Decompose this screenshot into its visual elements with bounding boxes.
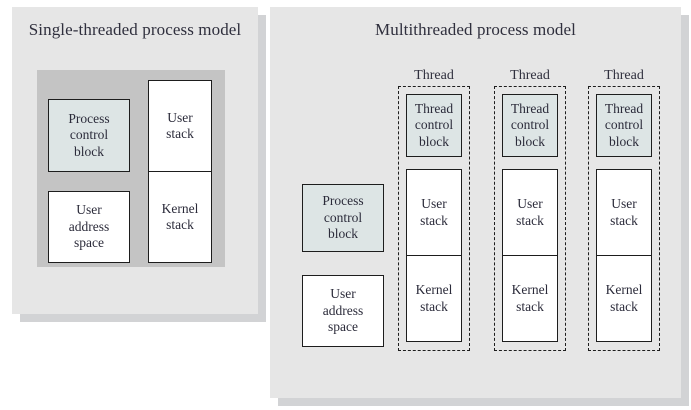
thread-3-user-stack: User stack [597, 170, 651, 255]
right-user-address-space: User address space [302, 275, 384, 347]
left-uas-line2: address [68, 218, 110, 234]
right-uas-line2: address [322, 302, 364, 318]
thread-1-kernel-stack-line1: Kernel [415, 282, 453, 297]
left-user-stack: User stack [149, 81, 211, 171]
thread-stack-column-2: User stack Kernel stack [502, 169, 558, 342]
thread-label-2: Thread [510, 68, 550, 83]
left-pcb-line2: control [69, 127, 109, 143]
thread-dashed-border-1 [398, 86, 470, 351]
thread-stack-column-3: User stack Kernel stack [596, 169, 652, 342]
thread-3-kernel-stack-line2: stack [610, 298, 638, 314]
thread-label-3: Thread [604, 68, 644, 83]
tcb-3-line3: block [609, 133, 639, 149]
left-uas-line3: space [74, 235, 104, 251]
left-user-stack-line1: User [167, 109, 193, 125]
right-pcb-line1: Process [322, 193, 364, 209]
tcb-3-line2: control [604, 117, 644, 133]
left-process-control-block: Process control block [48, 99, 130, 172]
right-process-control-block: Process control block [302, 184, 384, 252]
thread-2-user-stack: User stack [503, 170, 557, 255]
left-uas-line1: User [76, 202, 102, 218]
right-pcb-line3: block [328, 226, 358, 242]
multithreaded-panel: Multithreaded process model Process cont… [270, 7, 681, 398]
tcb-2-line2: control [510, 117, 550, 133]
thread-2-user-stack-line2: stack [516, 212, 544, 228]
single-threaded-title-line1: Single-threaded [28, 20, 138, 39]
tcb-1-line1: Thread [414, 100, 454, 116]
thread-3-user-stack-line1: User [611, 196, 637, 211]
thread-2-user-stack-line1: User [517, 196, 543, 211]
left-pcb-line1: Process [68, 110, 110, 126]
left-kernel-stack: Kernel stack [149, 171, 211, 262]
thread-1-kernel-stack-line2: stack [420, 298, 448, 314]
single-threaded-panel: Single-threaded process model Process co… [12, 7, 258, 314]
thread-3-kernel-stack-line1: Kernel [605, 282, 643, 297]
multithreaded-title-line2: process model [476, 20, 576, 39]
tcb-1-line3: block [419, 133, 449, 149]
left-kernel-stack-line1: Kernel [161, 200, 199, 216]
thread-control-block-3: Thread control block [596, 94, 652, 157]
multithreaded-title: Multithreaded process model [270, 19, 681, 40]
left-stack-column: User stack Kernel stack [148, 80, 212, 263]
thread-label-1: Thread [414, 68, 454, 83]
thread-column-3: Thread Thread control block User stack K… [588, 67, 660, 352]
thread-1-user-stack-line2: stack [420, 212, 448, 228]
thread-2-kernel-stack-line2: stack [516, 298, 544, 314]
thread-1-user-stack: User stack [407, 170, 461, 255]
thread-3-kernel-stack: Kernel stack [597, 255, 651, 341]
thread-control-block-1: Thread control block [406, 94, 462, 157]
single-threaded-title: Single-threaded process model [12, 19, 258, 40]
left-user-stack-line2: stack [166, 126, 194, 141]
tcb-2-line3: block [515, 133, 545, 149]
tcb-3-line1: Thread [604, 100, 644, 116]
thread-dashed-border-3 [588, 86, 660, 351]
thread-column-2: Thread Thread control block User stack K… [494, 67, 566, 352]
thread-3-user-stack-line2: stack [610, 212, 638, 228]
multithreaded-title-line1: Multithreaded [375, 20, 473, 39]
right-pcb-line2: control [323, 209, 363, 225]
single-threaded-title-line2: process model [142, 20, 242, 39]
thread-2-kernel-stack-line1: Kernel [511, 282, 549, 297]
tcb-1-line2: control [414, 117, 454, 133]
thread-control-block-2: Thread control block [502, 94, 558, 157]
thread-column-1: Thread Thread control block User stack K… [398, 67, 470, 352]
thread-1-user-stack-line1: User [421, 196, 447, 211]
left-kernel-stack-line2: stack [166, 217, 194, 232]
thread-1-kernel-stack: Kernel stack [407, 255, 461, 341]
right-uas-line3: space [328, 319, 358, 335]
left-user-address-space: User address space [48, 191, 130, 263]
tcb-2-line1: Thread [510, 100, 550, 116]
left-pcb-line3: block [74, 143, 104, 159]
right-uas-line1: User [330, 286, 356, 302]
thread-stack-column-1: User stack Kernel stack [406, 169, 462, 342]
thread-2-kernel-stack: Kernel stack [503, 255, 557, 341]
thread-dashed-border-2 [494, 86, 566, 351]
